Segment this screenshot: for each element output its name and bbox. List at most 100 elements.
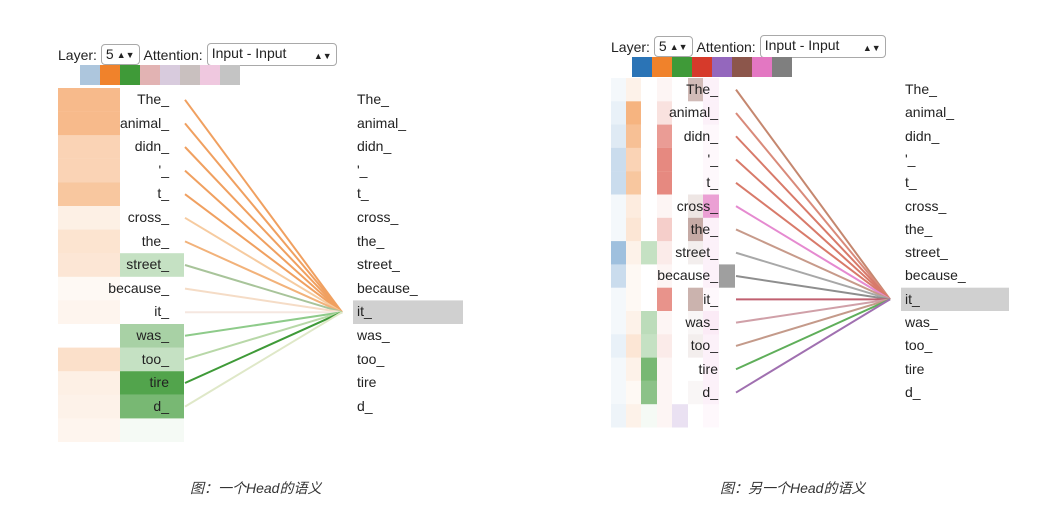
- heat-cell-red-12: [657, 334, 672, 358]
- source-token[interactable]: cross_: [676, 197, 718, 214]
- heat-cell-orange-14: [626, 380, 641, 405]
- target-token[interactable]: d_: [357, 397, 373, 414]
- source-token[interactable]: t_: [157, 185, 169, 202]
- source-token[interactable]: because_: [657, 267, 718, 284]
- source-token[interactable]: it_: [154, 303, 169, 320]
- target-token[interactable]: too_: [357, 350, 385, 367]
- source-token[interactable]: the_: [690, 220, 718, 237]
- head-color-swatches[interactable]: [80, 65, 240, 85]
- head-color-swatches[interactable]: [632, 57, 792, 77]
- source-token[interactable]: because_: [108, 279, 169, 296]
- heat-cell-orange-10: [626, 287, 641, 311]
- source-token[interactable]: '_: [707, 150, 718, 167]
- target-token[interactable]: didn_: [357, 138, 392, 155]
- heat-cell-brown-10: [688, 287, 703, 311]
- source-token[interactable]: was_: [136, 327, 169, 343]
- head-swatch-5[interactable]: [160, 65, 180, 85]
- source-token[interactable]: the_: [141, 232, 169, 249]
- source-token[interactable]: too_: [141, 350, 169, 367]
- heat-cell-orange-8: [626, 241, 641, 265]
- source-token[interactable]: street_: [675, 244, 718, 261]
- head-swatch-7[interactable]: [752, 57, 772, 77]
- source-token[interactable]: The_: [137, 91, 169, 107]
- heat-cell-orange-2: [626, 101, 641, 125]
- attention-select[interactable]: Input - Input▲▼: [759, 35, 886, 58]
- head-swatch-6[interactable]: [732, 57, 752, 77]
- target-token[interactable]: it_: [905, 290, 920, 307]
- heat-cell-orange-10: [58, 300, 120, 324]
- head-swatch-2[interactable]: [652, 57, 672, 77]
- target-token[interactable]: tire: [905, 360, 925, 377]
- heat-cell-red-6: [657, 194, 672, 218]
- heat-cell-green-8: [641, 241, 657, 265]
- source-token[interactable]: didn_: [683, 127, 718, 144]
- source-token[interactable]: The_: [686, 81, 718, 97]
- target-token[interactable]: t_: [357, 185, 369, 202]
- attention-select[interactable]: Input - Input▲▼: [206, 43, 337, 66]
- target-token[interactable]: The_: [357, 91, 389, 107]
- target-token[interactable]: was_: [905, 314, 938, 330]
- head-swatch-2[interactable]: [100, 65, 120, 85]
- layer-select[interactable]: 5▲▼: [100, 44, 140, 65]
- layer-value: 5: [658, 38, 667, 54]
- target-token[interactable]: street_: [357, 256, 400, 273]
- target-token[interactable]: t_: [905, 174, 917, 191]
- target-token[interactable]: because_: [357, 279, 418, 296]
- select-arrows-icon: ▲▼: [116, 50, 135, 60]
- head-swatch-6[interactable]: [180, 65, 200, 85]
- source-token[interactable]: d_: [153, 397, 169, 414]
- heat-cell-red-3: [657, 124, 672, 148]
- heat-cell-green-13: [120, 371, 184, 395]
- target-token[interactable]: cross_: [905, 197, 947, 214]
- head-swatch-5[interactable]: [712, 57, 732, 77]
- target-token[interactable]: too_: [905, 337, 933, 354]
- source-token[interactable]: cross_: [127, 209, 169, 225]
- source-token[interactable]: tire: [698, 360, 718, 377]
- heat-cell-orange-11: [626, 311, 641, 335]
- head-swatch-4[interactable]: [692, 57, 712, 77]
- source-token[interactable]: didn_: [134, 138, 169, 155]
- target-token[interactable]: tire: [357, 374, 377, 391]
- heat-cell-pink-15: [703, 404, 719, 428]
- target-token[interactable]: '_: [905, 150, 916, 167]
- target-token[interactable]: the_: [357, 232, 385, 249]
- target-token[interactable]: animal_: [905, 104, 955, 121]
- target-token[interactable]: the_: [905, 220, 933, 237]
- head-swatch-1[interactable]: [80, 65, 100, 85]
- head-swatch-8[interactable]: [772, 57, 792, 77]
- heat-cell-pink-7: [703, 217, 719, 242]
- target-token[interactable]: street_: [905, 244, 948, 261]
- attention-line-9: [184, 287, 343, 314]
- target-token[interactable]: because_: [905, 267, 966, 284]
- source-token[interactable]: d_: [702, 383, 718, 400]
- head-swatch-8[interactable]: [220, 65, 240, 85]
- target-token[interactable]: animal_: [357, 114, 407, 131]
- target-token[interactable]: didn_: [905, 127, 940, 144]
- layer-select[interactable]: 5▲▼: [653, 36, 693, 57]
- figure-caption: 图：一个Head的语义: [190, 480, 322, 496]
- source-token[interactable]: it_: [703, 290, 718, 307]
- heat-cell-brown-14: [688, 380, 703, 405]
- head-swatch-3[interactable]: [672, 57, 692, 77]
- head-swatch-7[interactable]: [200, 65, 220, 85]
- attention-value: Input - Input: [211, 45, 287, 61]
- head-swatch-4[interactable]: [140, 65, 160, 85]
- source-token[interactable]: t_: [706, 174, 718, 191]
- source-token[interactable]: street_: [126, 256, 169, 273]
- source-token[interactable]: tire: [149, 374, 169, 391]
- target-token[interactable]: cross_: [357, 209, 399, 225]
- target-token[interactable]: was_: [357, 327, 390, 343]
- source-token[interactable]: animal_: [668, 104, 718, 121]
- head-swatch-3[interactable]: [120, 65, 140, 85]
- source-token[interactable]: '_: [158, 161, 169, 178]
- source-token[interactable]: was_: [685, 314, 718, 330]
- source-token[interactable]: too_: [690, 337, 718, 354]
- selected-target-highlight: [353, 300, 463, 324]
- target-token[interactable]: it_: [357, 303, 372, 320]
- source-token[interactable]: animal_: [119, 114, 169, 131]
- target-token[interactable]: d_: [905, 383, 921, 400]
- head-swatch-1[interactable]: [632, 57, 652, 77]
- target-token[interactable]: '_: [357, 161, 368, 178]
- target-token[interactable]: The_: [905, 81, 937, 97]
- select-arrows-icon: ▲▼: [669, 42, 688, 52]
